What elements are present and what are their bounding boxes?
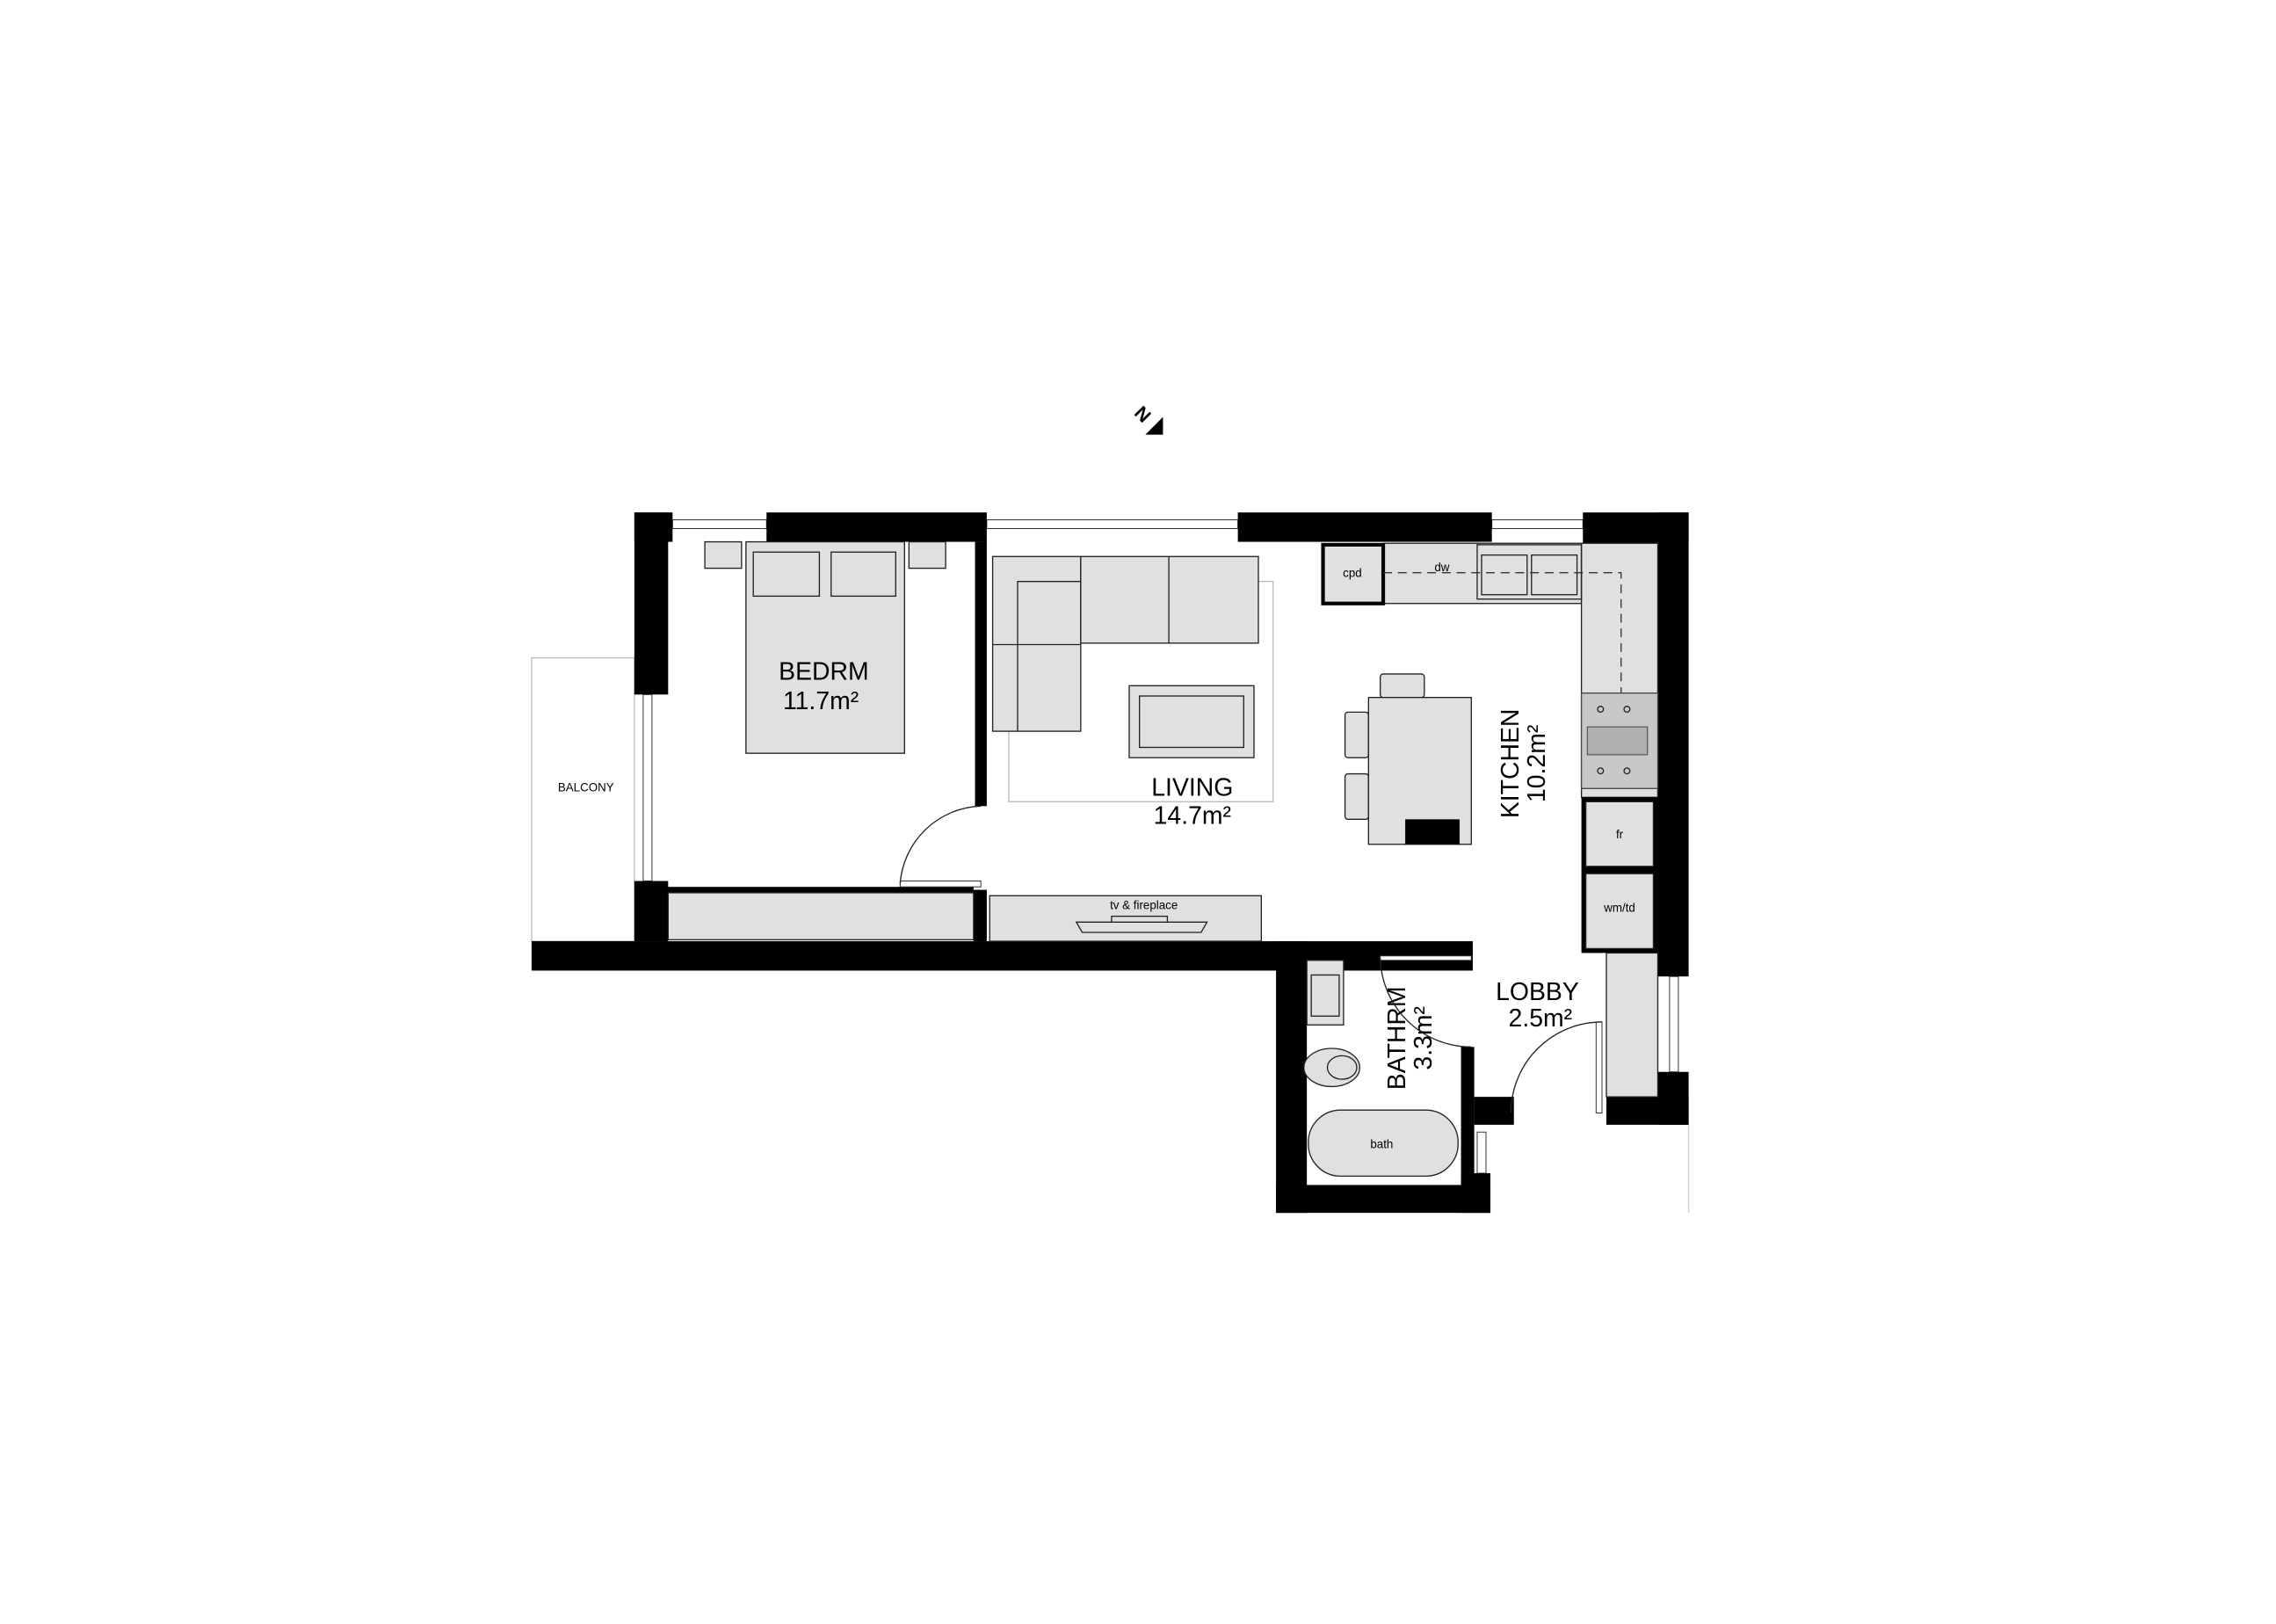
fridge-label: fr — [1616, 828, 1624, 841]
fridge — [1584, 801, 1655, 867]
lobby-area: 2.5m² — [1509, 1004, 1573, 1033]
bathroom-name: BATHRM — [1383, 986, 1411, 1090]
toilet-icon — [1303, 1048, 1360, 1088]
coffee-table-top — [1139, 695, 1244, 749]
north-label: N — [1130, 402, 1156, 427]
entry-door[interactable] — [1510, 1021, 1603, 1114]
cupboard-label: cpd — [1343, 567, 1362, 580]
pillow-left — [752, 551, 821, 598]
bathroom-area: 3.3m² — [1410, 1006, 1438, 1070]
washer-dryer — [1584, 873, 1655, 950]
kitchen-area: 10.2m² — [1523, 725, 1551, 802]
coffee-table — [1128, 685, 1255, 758]
living-area: 14.7m² — [1154, 801, 1231, 830]
sink-icon — [1476, 544, 1583, 600]
sofa — [991, 555, 1259, 732]
nightstand-left — [704, 540, 743, 569]
washer-dryer-label: wm/td — [1603, 902, 1635, 915]
bedroom-door[interactable] — [899, 805, 982, 888]
balcony-label: BALCONY — [558, 781, 614, 794]
wardrobe — [667, 892, 975, 941]
walls — [531, 512, 1690, 1214]
bathtub — [1308, 1109, 1459, 1178]
cooktop-icon — [1580, 692, 1659, 789]
living-name: LIVING — [1151, 774, 1233, 802]
cupboard — [1321, 542, 1386, 605]
balcony-outline — [531, 656, 635, 942]
basin — [1306, 960, 1345, 1026]
dishwasher-label: dw — [1434, 561, 1449, 574]
bathroom-door[interactable] — [1380, 955, 1472, 1048]
fireplace-icon — [1111, 915, 1169, 923]
bedroom-area: 11.7m² — [783, 687, 859, 715]
dining-set — [1344, 673, 1472, 845]
bath-label: bath — [1370, 1138, 1393, 1151]
tv-label: tv & fireplace — [1110, 898, 1178, 911]
basin-bowl — [1310, 974, 1340, 1017]
tv-icon — [1075, 921, 1208, 933]
lobby-cabinet — [1606, 952, 1659, 1098]
pillow-right — [830, 551, 896, 598]
nightstand-right — [908, 540, 946, 569]
lobby-name: LOBBY — [1496, 978, 1579, 1006]
bedroom-name: BEDRM — [779, 658, 869, 686]
kitchen-name: KITCHEN — [1497, 709, 1525, 819]
overhead-cabinet-line — [1383, 571, 1622, 693]
north-arrow-icon: N — [1130, 402, 1163, 435]
